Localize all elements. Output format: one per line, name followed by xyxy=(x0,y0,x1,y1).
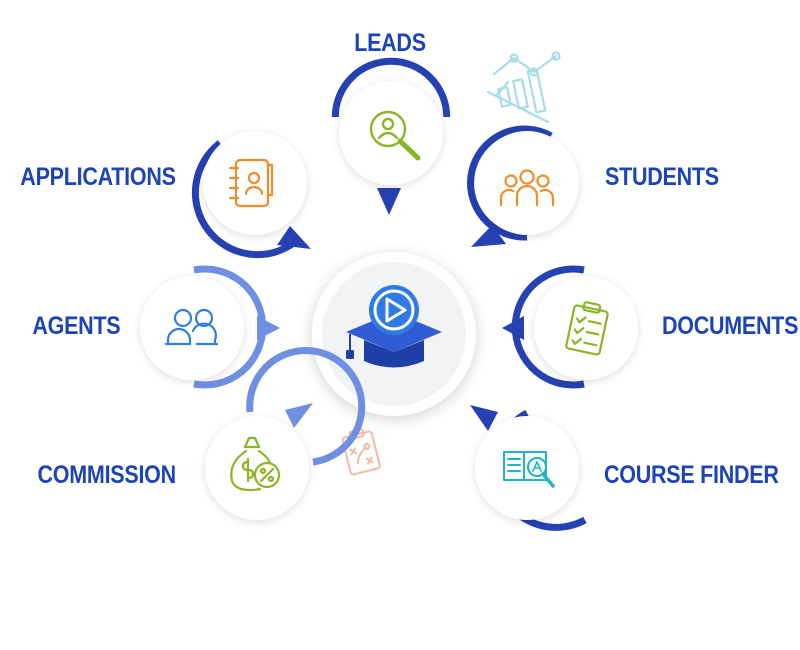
address-book-icon xyxy=(228,158,274,208)
label-agents: AGENTS xyxy=(31,312,120,340)
module-commission[interactable] xyxy=(205,347,366,520)
two-users-icon xyxy=(164,308,219,346)
open-book-search-icon xyxy=(503,451,555,488)
module-applications[interactable] xyxy=(191,131,311,259)
module-leads[interactable] xyxy=(331,57,451,215)
module-agents[interactable] xyxy=(140,265,280,389)
label-leads: LEADS xyxy=(354,29,426,57)
label-applications: APPLICATIONS xyxy=(20,163,177,191)
search-user-icon xyxy=(369,110,421,161)
bar-chart-trend-icon xyxy=(486,51,561,124)
group-users-icon xyxy=(499,169,555,207)
label-documents: DOCUMENTS xyxy=(662,312,799,340)
module-documents[interactable] xyxy=(502,265,638,389)
graduation-cap-play-icon xyxy=(346,285,442,368)
label-commission: COMMISSION xyxy=(37,461,177,489)
money-bag-percent-icon xyxy=(230,436,281,492)
label-course-finder: COURSE FINDER xyxy=(604,461,779,489)
strategy-clipboard-icon xyxy=(341,428,381,476)
center-hub[interactable] xyxy=(312,252,476,416)
clipboard-checklist-icon xyxy=(565,301,609,356)
module-course-finder[interactable] xyxy=(470,405,587,531)
label-students: STUDENTS xyxy=(605,163,719,191)
module-students[interactable] xyxy=(467,125,579,247)
